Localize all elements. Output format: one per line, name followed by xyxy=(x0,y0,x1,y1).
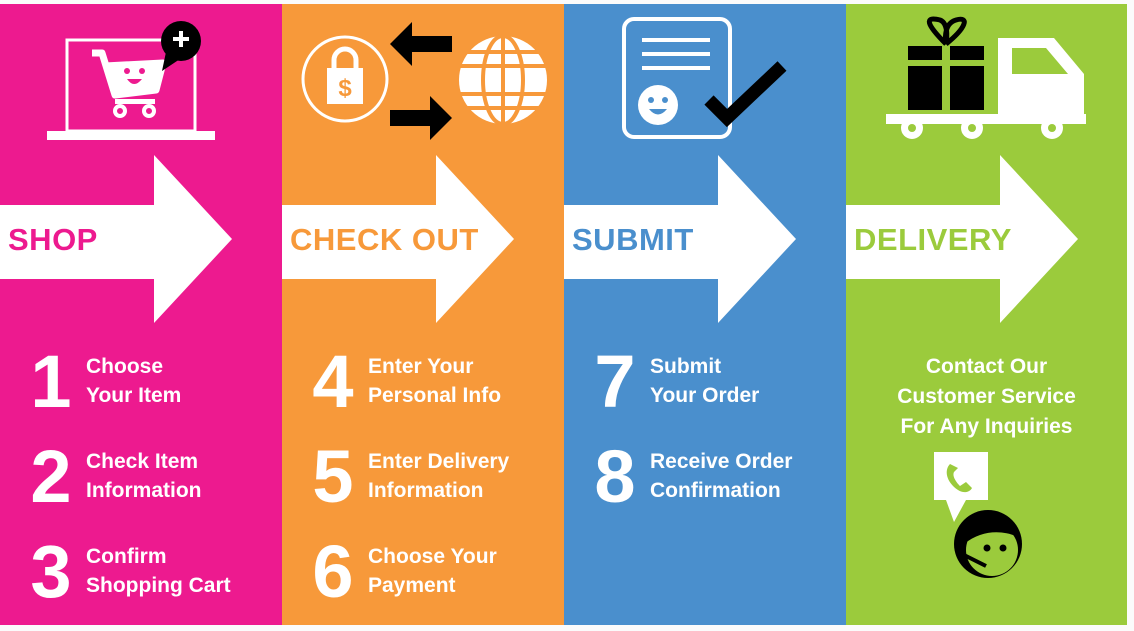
svg-text:$: $ xyxy=(338,75,352,102)
arrow-shape xyxy=(0,155,232,323)
step-number: 3 xyxy=(30,530,72,613)
delivery-truck-icon xyxy=(886,16,1086,139)
stage-title-delivery: DELIVERY xyxy=(854,222,1012,257)
stage-title-checkout: CHECK OUT xyxy=(290,222,479,257)
secure-payment-globe-icon: $ xyxy=(301,22,547,140)
arrow-shape xyxy=(564,155,796,323)
step-number: 5 xyxy=(312,435,354,518)
laptop-cart-icon xyxy=(47,21,215,140)
panel-delivery: DELIVERY Contact Our Customer Service Fo… xyxy=(846,4,1127,625)
document-check-icon xyxy=(622,17,787,139)
step-number: 7 xyxy=(594,340,636,423)
stage-title-submit: SUBMIT xyxy=(572,222,694,257)
arrow-shape xyxy=(282,155,514,323)
step-number: 1 xyxy=(30,340,72,423)
customer-service-agent-icon xyxy=(934,452,1022,578)
contact-customer-service-text: Contact Our Customer Service For Any Inq… xyxy=(897,355,1076,438)
step-number: 2 xyxy=(30,435,72,518)
arrow-shape xyxy=(846,155,1078,323)
stage-title-shop: SHOP xyxy=(8,222,98,257)
step-number: 6 xyxy=(312,530,354,613)
step-number: 8 xyxy=(594,435,636,518)
step-number: 4 xyxy=(312,340,354,423)
